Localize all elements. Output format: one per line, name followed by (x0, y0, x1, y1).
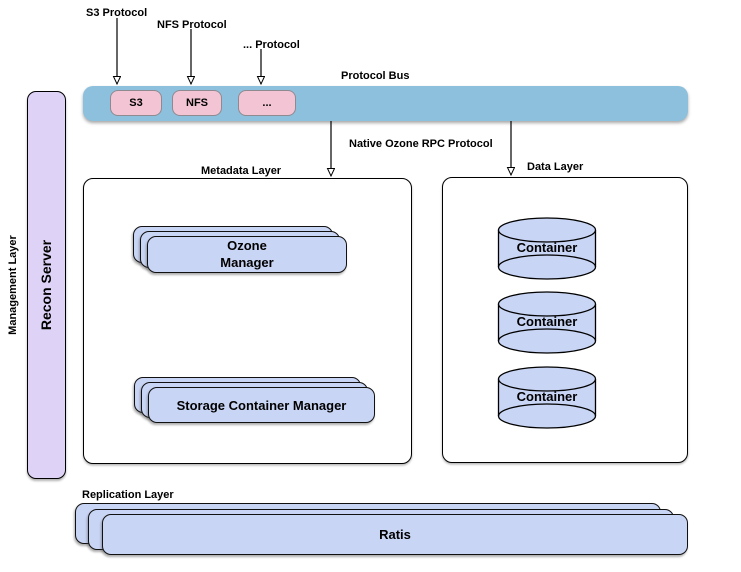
metadata-layer-label: Metadata Layer (201, 165, 282, 177)
bus-item-dots: ... (238, 90, 296, 116)
container-cylinder-3: Container (497, 366, 597, 429)
scm-label: Storage Container Manager (176, 397, 347, 413)
bus-item-s3: S3 (110, 90, 162, 116)
nfs-protocol-label: NFS Protocol (157, 19, 227, 31)
ratis-label: Ratis (379, 527, 411, 542)
data-layer-label: Data Layer (527, 161, 584, 173)
ozone-manager-box: Ozone Manager (147, 236, 347, 273)
protocol-bus-label: Protocol Bus (341, 70, 410, 82)
container-cylinder-1: Container (497, 217, 597, 280)
container-label-3: Container (517, 389, 578, 404)
recon-server-label: Recon Server (38, 239, 55, 331)
rpc-protocol-label: Native Ozone RPC Protocol (349, 138, 493, 150)
container-label-1: Container (517, 240, 578, 255)
container-cylinder-2: Container (497, 291, 597, 354)
scm-box: Storage Container Manager (148, 387, 375, 423)
management-layer-label-wrap: Management Layer (0, 91, 26, 479)
replication-layer-label: Replication Layer (82, 489, 174, 501)
protocol-bus: S3 NFS ... (83, 86, 688, 121)
ozone-manager-label: Ozone Manager (220, 238, 274, 270)
dots-protocol-label: ... Protocol (243, 39, 300, 51)
bus-item-nfs: NFS (172, 90, 222, 116)
container-label-2: Container (517, 314, 578, 329)
ratis-box: Ratis (102, 514, 688, 555)
management-layer-label: Management Layer (7, 235, 19, 335)
recon-server-box: Recon Server (27, 91, 66, 479)
s3-protocol-label: S3 Protocol (86, 7, 148, 19)
